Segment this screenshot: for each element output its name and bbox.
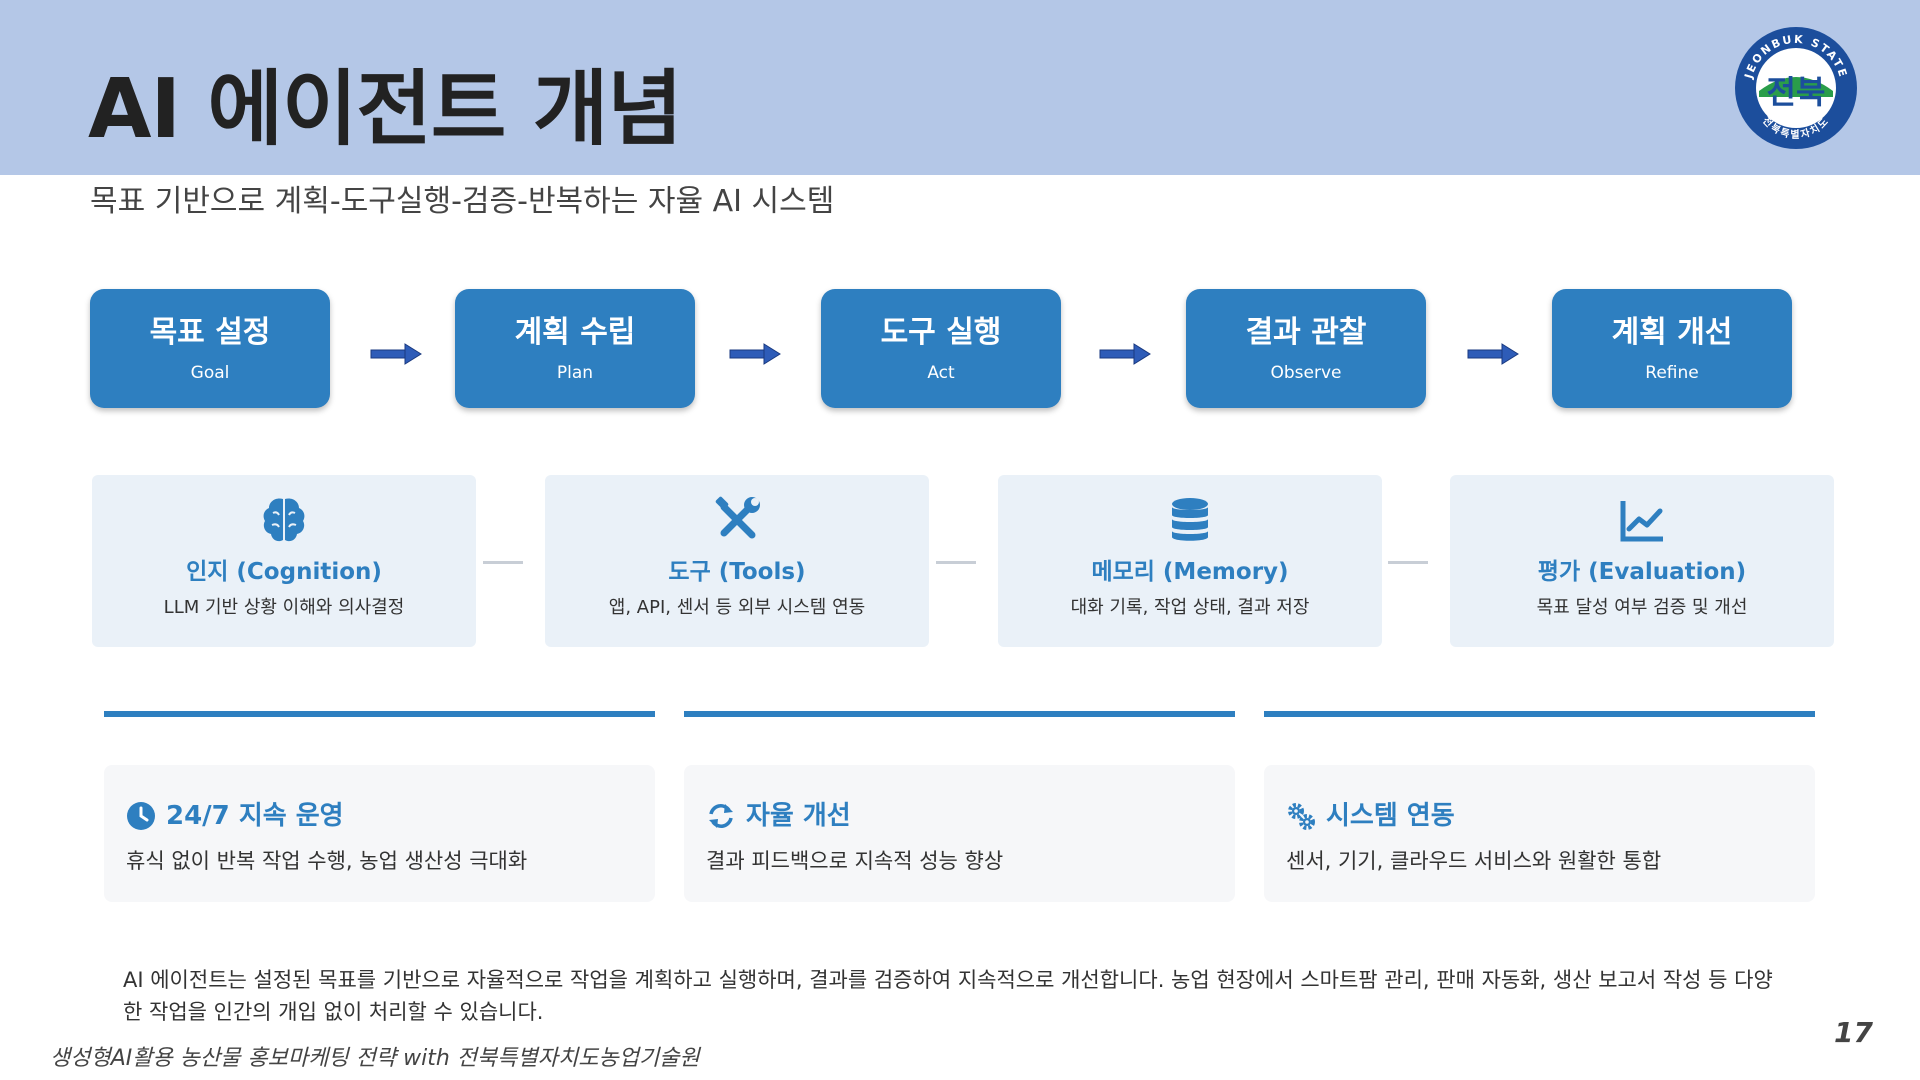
arrow-right-icon <box>370 343 422 365</box>
summary-paragraph: AI 에이전트는 설정된 목표를 기반으로 자율적으로 작업을 계획하고 실행하… <box>123 968 1773 1024</box>
jeonbuk-logo: 전북 JEONBUK STATE 전북특별자치도 <box>1735 27 1857 149</box>
gears-icon <box>1288 803 1315 830</box>
feature-accent-bar <box>104 711 655 717</box>
step-plan: 계획 수립 Plan <box>455 289 695 408</box>
step-act: 도구 실행 Act <box>821 289 1061 408</box>
footer-text: 생성형AI활용 농산물 홍보마케팅 전략 with 전북특별자치도농업기술원 <box>50 1046 700 1071</box>
step-refine: 계획 개선 Refine <box>1552 289 1792 408</box>
page-title: AI 에이전트 개념 <box>88 62 683 157</box>
brain-icon <box>263 498 305 542</box>
feature-24-7: 24/7 지속 운영 휴식 없이 반복 작업 수행, 농업 생산성 극대화 <box>104 765 655 902</box>
step-observe: 결과 관찰 Observe <box>1186 289 1426 408</box>
refresh-icon <box>709 804 733 828</box>
component-evaluation: 평가 (Evaluation) 목표 달성 여부 검증 및 개선 <box>1450 475 1834 647</box>
feature-integration: 시스템 연동 센서, 기기, 클라우드 서비스와 원활한 통합 <box>1264 765 1815 902</box>
connector-dash <box>936 561 976 564</box>
svg-text:전북: 전북 <box>1767 73 1826 111</box>
arrow-right-icon <box>729 343 781 365</box>
component-cognition: 인지 (Cognition) LLM 기반 상황 이해와 의사결정 <box>92 475 476 647</box>
component-tools: 도구 (Tools) 앱, API, 센서 등 외부 시스템 연동 <box>545 475 929 647</box>
page-number: 17 <box>1834 1016 1873 1049</box>
tools-icon <box>715 496 760 539</box>
connector-dash <box>483 561 523 564</box>
page-subtitle: 목표 기반으로 계획-도구실행-검증-반복하는 자율 AI 시스템 <box>90 184 835 219</box>
header-band <box>0 0 1920 175</box>
arrow-right-icon <box>1467 343 1519 365</box>
clock-icon <box>127 802 155 830</box>
step-goal: 목표 설정 Goal <box>90 289 330 408</box>
database-icon <box>1172 498 1208 541</box>
component-memory: 메모리 (Memory) 대화 기록, 작업 상태, 결과 저장 <box>998 475 1382 647</box>
feature-self-improve: 자율 개선 결과 피드백으로 지속적 성능 향상 <box>684 765 1235 902</box>
connector-dash <box>1388 561 1428 564</box>
feature-accent-bar <box>1264 711 1815 717</box>
chart-line-icon <box>1620 501 1663 542</box>
feature-accent-bar <box>684 711 1235 717</box>
arrow-right-icon <box>1099 343 1151 365</box>
